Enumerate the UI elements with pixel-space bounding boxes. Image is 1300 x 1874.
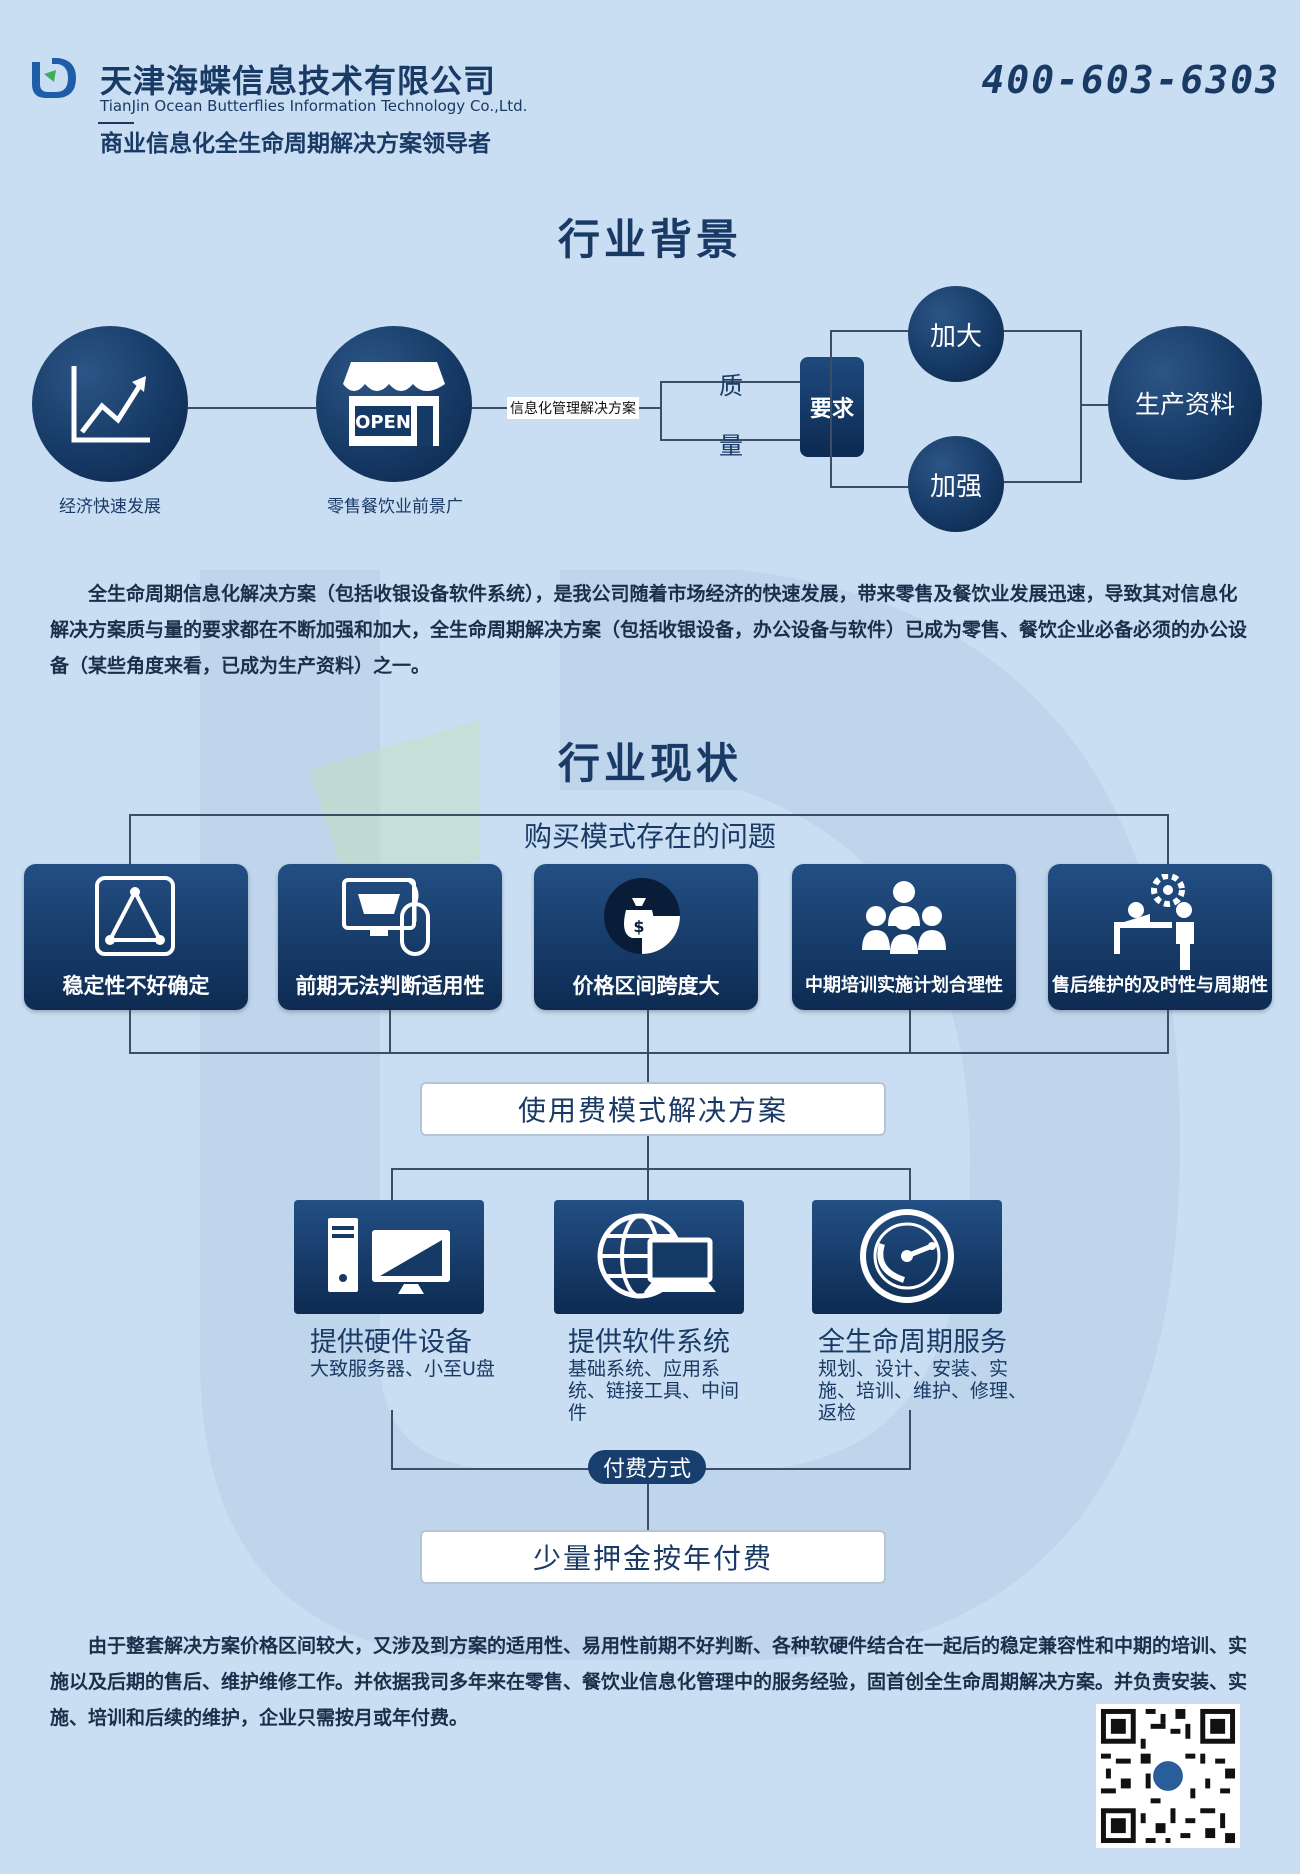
problem-card-maintenance: 售后维护的及时性与周期性 [1048,864,1272,1010]
tree-line [647,1468,649,1530]
production-means-circle: 生产资料 [1108,326,1262,480]
section-title-background: 行业背景 [557,215,742,264]
company-name-cn: 天津海蝶信息技术有限公司 [100,62,497,100]
service-lifecycle-card [812,1200,1002,1314]
tree-line [391,1410,393,1470]
quality-label: 质 [719,372,743,400]
service-title: 全生命周期服务 [818,1327,1007,1358]
bracket-line [1167,814,1169,866]
bracket-line [660,439,800,441]
bracket-line [998,330,1080,332]
problem-heading: 购买模式存在的问题 [523,820,776,853]
bracket-line [647,1010,649,1082]
shopping-cart-icon [342,878,430,956]
service-desc: 基础系统、应用系统、链接工具、中间件 [568,1358,740,1424]
service-title: 提供硬件设备 [310,1327,472,1358]
bracket-line [389,1010,391,1054]
triangle-icon [95,876,175,956]
bracket-line [830,486,912,488]
bracket-line [660,381,800,383]
economy-growth-label: 经济快速发展 [59,497,161,517]
service-desc: 大致服务器、小至U盘 [310,1358,495,1380]
status-paragraph: 由于整套解决方案价格区间较大，又涉及到方案的适用性、易用性前期不好判断、各种软硬… [50,1635,1248,1729]
problem-card-applicability: 前期无法判断适用性 [278,864,502,1010]
problem-label: 价格区间跨度大 [572,974,720,998]
tree-line [391,1168,393,1200]
strengthen-circle: 加强 [908,436,1004,532]
problem-card-training: 中期培训实施计划合理性 [792,864,1016,1010]
open-store-icon: OPEN [343,362,445,446]
company-name-en: TianJin Ocean Butterflies Information Te… [100,97,528,115]
solution-box: 使用费模式解决方案 [420,1082,886,1136]
company-logo [32,58,76,98]
globe-laptop-icon [597,1213,716,1299]
tree-line [909,1168,911,1200]
bracket-line [129,1052,1169,1054]
people-group-icon [862,881,946,954]
increase-circle: 加大 [908,286,1004,382]
retail-outlook-circle: OPEN [316,326,472,482]
economy-growth-circle [32,326,188,482]
bracket-line [1080,330,1082,483]
slogan-divider [98,122,134,124]
problem-label: 中期培训实施计划合理性 [805,975,1003,996]
open-sign-text: OPEN [355,412,411,433]
background-paragraph: 全生命周期信息化解决方案（包括收银设备软件系统），是我公司随着市场经济的快速发展… [50,583,1248,677]
growth-chart-icon [71,366,150,443]
svg-text:$: $ [633,917,644,936]
requirement-box: 要求 [800,357,864,457]
bracket-line [129,814,131,866]
phone-number[interactable]: 400-603-6303 [981,58,1280,102]
problem-label: 稳定性不好确定 [62,974,210,998]
bracket-line [660,381,662,441]
money-bag-icon: $ [604,878,680,954]
problem-card-price: $ 价格区间跨度大 [534,864,758,1010]
bracket-line [1080,404,1110,406]
problem-label: 售后维护的及时性与周期性 [1052,975,1268,996]
payment-box: 少量押金按年付费 [420,1530,886,1584]
bracket-line [129,814,1169,816]
service-title: 提供软件系统 [568,1327,730,1358]
bracket-line [998,481,1080,483]
slogan: 商业信息化全生命周期解决方案领导者 [100,131,491,157]
connector-line [180,407,322,409]
computer-icon [328,1218,450,1294]
bracket-line [830,330,832,488]
problem-card-stability: 稳定性不好确定 [24,864,248,1010]
tree-line [391,1168,911,1170]
lifecycle-icon [860,1209,954,1303]
bracket-line [1167,1010,1169,1054]
retail-outlook-label: 零售餐饮业前景广 [327,497,463,517]
problem-label: 前期无法判断适用性 [295,974,485,998]
quantity-label: 量 [719,432,743,460]
bracket-line [129,1010,131,1054]
service-software-card [554,1200,744,1314]
qr-code[interactable] [1096,1704,1240,1848]
maintenance-gear-icon [1114,874,1194,970]
tree-line [909,1410,911,1470]
connector-label: 信息化管理解决方案 [507,397,639,419]
section-title-status: 行业现状 [557,739,742,788]
bracket-line [909,1010,911,1054]
payment-method-pill: 付费方式 [588,1450,706,1484]
service-desc: 规划、设计、安装、实施、培训、维护、修理、返检 [818,1358,1028,1424]
service-hardware-card [294,1200,484,1314]
bracket-line [830,330,910,332]
